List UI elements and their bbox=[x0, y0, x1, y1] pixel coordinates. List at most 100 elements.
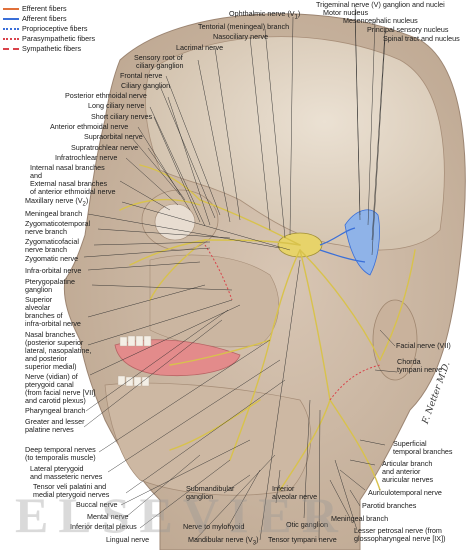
label-inferior-alveolar-1: Inferior bbox=[272, 484, 295, 493]
label-auriculotemporal: Auriculotemporal nerve bbox=[368, 488, 442, 497]
label-nasociliary-nerve: Nasociliary nerve bbox=[213, 32, 269, 41]
label-vidian-4: and carotid plexus) bbox=[25, 396, 86, 405]
label-text: ) bbox=[85, 196, 89, 205]
label-lateral-pterygoid-2: and masseteric nerves bbox=[30, 472, 103, 481]
label-pterygopalatine-1: Pterygopalatine bbox=[25, 277, 75, 286]
ear bbox=[372, 299, 418, 381]
label-lacrimal-nerve: Lacrimal nerve bbox=[176, 43, 224, 52]
label-superior-alveolar-2: alveolar bbox=[25, 303, 51, 312]
label-palatine-2: palatine nerves bbox=[25, 425, 74, 434]
label-subscript: 2 bbox=[82, 201, 86, 208]
label-superior-alveolar-4: infra-orbital nerve bbox=[25, 319, 81, 328]
legend-label: Parasympathetic fibers bbox=[22, 34, 96, 43]
label-internal-nasal-3: External nasal branches bbox=[30, 179, 108, 188]
label-superior-alveolar-1: Superior bbox=[25, 295, 53, 304]
parasympathetic-swatch-icon bbox=[3, 38, 19, 41]
legend-item-sympathetic: Sympathetic fibers bbox=[3, 45, 81, 53]
label-articular-2: and anterior bbox=[382, 467, 421, 476]
label-zygomatic-nerve: Zygomatic nerve bbox=[25, 254, 79, 263]
label-nasal-branches-3: lateral, nasopalatine, bbox=[25, 346, 92, 355]
label-zygomaticofacial-1: Zygomaticofacial bbox=[25, 237, 79, 246]
label-deep-temporal-2: (to temporalis muscle) bbox=[25, 453, 96, 462]
label-articular-3: auricular nerves bbox=[382, 475, 434, 484]
label-zygomaticofacial-2: nerve branch bbox=[25, 245, 67, 254]
label-zygomaticotemporal-2: nerve branch bbox=[25, 227, 67, 236]
label-inferior-dental-plexus: Inferior dental plexus bbox=[70, 522, 137, 531]
label-superficial-temporal-1: Superficial bbox=[393, 439, 427, 448]
label-zygomaticotemporal-1: Zygomaticotemporal bbox=[25, 219, 91, 228]
label-lesser-petrosal-2: glossopharyngeal nerve [IX]) bbox=[354, 534, 446, 543]
label-anterior-ethmoidal: Anterior ethmoidal nerve bbox=[50, 122, 129, 131]
legend-label: Proprioceptive fibers bbox=[22, 24, 88, 33]
sympathetic-swatch-icon bbox=[3, 48, 19, 51]
label-text: Ophthalmic nerve (V bbox=[229, 9, 295, 18]
label-motor-nucleus: Motor nucleus bbox=[323, 8, 369, 17]
label-nasal-branches-5: superior medial) bbox=[25, 362, 77, 371]
label-nasal-branches-1: Nasal branches bbox=[25, 330, 75, 339]
label-text: ) bbox=[297, 9, 301, 18]
lower-jaw bbox=[104, 382, 312, 496]
label-lateral-pterygoid-1: Lateral pterygoid bbox=[30, 464, 84, 473]
nerve-branches bbox=[119, 164, 416, 491]
label-palatine-1: Greater and lesser bbox=[25, 417, 85, 426]
legend-item-afferent: Afferent fibers bbox=[3, 15, 67, 23]
brainstem-nuclei bbox=[344, 209, 380, 276]
label-pterygopalatine-2: ganglion bbox=[25, 285, 53, 294]
teeth bbox=[117, 335, 152, 387]
label-spinal-tract: Spinal tract and nucleus bbox=[383, 34, 460, 43]
afferent-swatch-icon bbox=[3, 18, 19, 21]
label-vidian-1: Nerve (vidian) of bbox=[25, 372, 78, 381]
legend-label: Afferent fibers bbox=[22, 14, 67, 23]
label-chorda-2: tympani nerve bbox=[397, 365, 443, 374]
label-otic-ganglion: Otic ganglion bbox=[286, 520, 328, 529]
label-tentorial-branch: Tentorial (meningeal) branch bbox=[198, 22, 290, 31]
label-deep-temporal-1: Deep temporal nerves bbox=[25, 445, 96, 454]
label-articular-1: Articular branch bbox=[382, 459, 433, 468]
label-parotid-branches: Parotid branches bbox=[362, 501, 417, 510]
cranial-cavity bbox=[145, 36, 445, 251]
label-short-ciliary: Short ciliary nerves bbox=[91, 112, 153, 121]
label-tensor-veli-2: medial pterygoid nerves bbox=[33, 490, 110, 499]
label-subscript: 3 bbox=[252, 540, 257, 547]
label-long-ciliary: Long ciliary nerve bbox=[88, 101, 145, 110]
legend-label: Efferent fibers bbox=[22, 4, 67, 13]
label-buccal-nerve: Buccal nerve bbox=[76, 500, 118, 509]
label-frontal-nerve: Frontal nerve bbox=[120, 71, 163, 80]
label-internal-nasal-4: of anterior ethmoidal nerve bbox=[30, 187, 116, 196]
label-principal-sensory-nucleus: Principal sensory nucleus bbox=[367, 25, 449, 34]
eyeball bbox=[154, 203, 196, 241]
maxillary-region bbox=[149, 254, 280, 348]
label-mesencephalic-nucleus: Mesencephalic nucleus bbox=[343, 16, 418, 25]
label-ciliary-ganglion: Ciliary ganglion bbox=[121, 81, 171, 90]
legend-item-proprioceptive: Proprioceptive fibers bbox=[3, 25, 88, 33]
label-nasal-branches-4: and posterior bbox=[25, 354, 67, 363]
label-submandibular-2: ganglion bbox=[186, 492, 214, 501]
watermark: ELSEVIER bbox=[15, 487, 348, 543]
legend-item-parasympathetic: Parasympathetic fibers bbox=[3, 35, 95, 43]
legend-label: Sympathetic fibers bbox=[22, 44, 82, 53]
label-internal-nasal-2: and bbox=[30, 171, 42, 180]
label-maxillary-nerve: Maxillary nerve (V2) bbox=[25, 197, 88, 208]
label-chorda-1: Chorda bbox=[397, 357, 421, 366]
label-sensory-root: Sensory root of bbox=[134, 53, 183, 62]
label-internal-nasal-1: Internal nasal branches bbox=[30, 163, 105, 172]
label-submandibular-1: Submandibular bbox=[186, 484, 235, 493]
label-posterior-ethmoidal: Posterior ethmoidal nerve bbox=[65, 91, 147, 100]
label-trigeminal-nerve: Trigeminal nerve (V) ganglion and nuclei bbox=[316, 0, 445, 9]
legend-item-efferent: Efferent fibers bbox=[3, 5, 67, 13]
label-lingual-nerve: Lingual nerve bbox=[106, 535, 150, 544]
label-text: Mandibular nerve (V bbox=[188, 535, 253, 544]
label-lesser-petrosal-1: Lesser petrosal nerve (from bbox=[354, 526, 442, 535]
label-mandibular-nerve: Mandibular nerve (V3) bbox=[188, 536, 258, 547]
label-facial-nerve: Facial nerve (VII) bbox=[396, 341, 451, 350]
label-infratrochlear: Infratrochlear nerve bbox=[55, 153, 118, 162]
label-nasal-branches-2: (posterior superior bbox=[25, 338, 84, 347]
label-text: ) bbox=[256, 535, 259, 544]
label-infraorbital-nerve: Infra-orbital nerve bbox=[25, 266, 82, 275]
label-vidian-2: pterygoid canal bbox=[25, 380, 74, 389]
label-ophthalmic-nerve: Ophthalmic nerve (V1) bbox=[229, 10, 300, 21]
label-inferior-alveolar-2: alveolar nerve bbox=[272, 492, 318, 501]
label-text: Maxillary nerve (V bbox=[25, 196, 83, 205]
